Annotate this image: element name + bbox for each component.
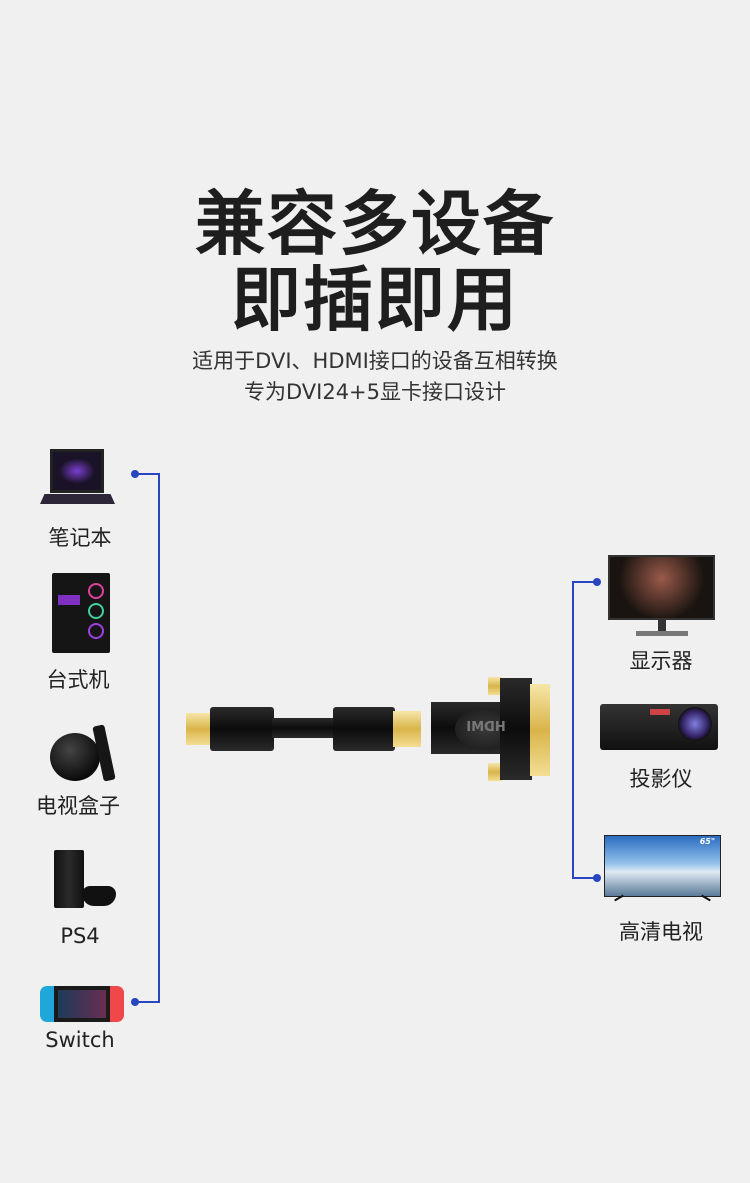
headline-line1: 兼容多设备 [195, 183, 555, 265]
desktop-pc-icon [52, 573, 110, 653]
projector-icon [600, 704, 718, 750]
tv-size-badge: 65" [699, 837, 715, 846]
display-label: 投影仪 [629, 767, 693, 791]
display-connector-line [572, 581, 574, 879]
connector-dot [131, 470, 139, 478]
connector-branch [136, 1001, 160, 1003]
connector-dot [131, 998, 139, 1006]
connector-dot [593, 578, 601, 586]
subtitle-line2: 专为DVI24+5显卡接口设计 [243, 380, 507, 404]
connector-dot [593, 874, 601, 882]
subtitle-line1: 适用于DVI、HDMI接口的设备互相转换 [192, 349, 558, 373]
tv-icon: 65" [604, 835, 721, 905]
laptop-icon [40, 449, 115, 511]
source-label: 台式机 [46, 668, 110, 692]
adapter-label: HDMI [466, 720, 506, 735]
monitor-icon [608, 555, 715, 637]
source-connector-line [158, 473, 160, 1003]
ps4-icon [54, 850, 118, 912]
switch-console-icon [40, 986, 124, 1022]
connector-branch [572, 877, 596, 879]
source-label: 笔记本 [48, 526, 112, 550]
source-label: PS4 [60, 924, 100, 948]
source-label: 电视盒子 [36, 794, 120, 818]
connector-branch [572, 581, 596, 583]
source-label: Switch [45, 1028, 115, 1052]
display-label: 高清电视 [619, 920, 703, 944]
tv-box-icon [50, 724, 118, 783]
connector-branch [136, 473, 160, 475]
headline-line2: 即插即用 [231, 259, 519, 341]
display-label: 显示器 [629, 649, 693, 673]
